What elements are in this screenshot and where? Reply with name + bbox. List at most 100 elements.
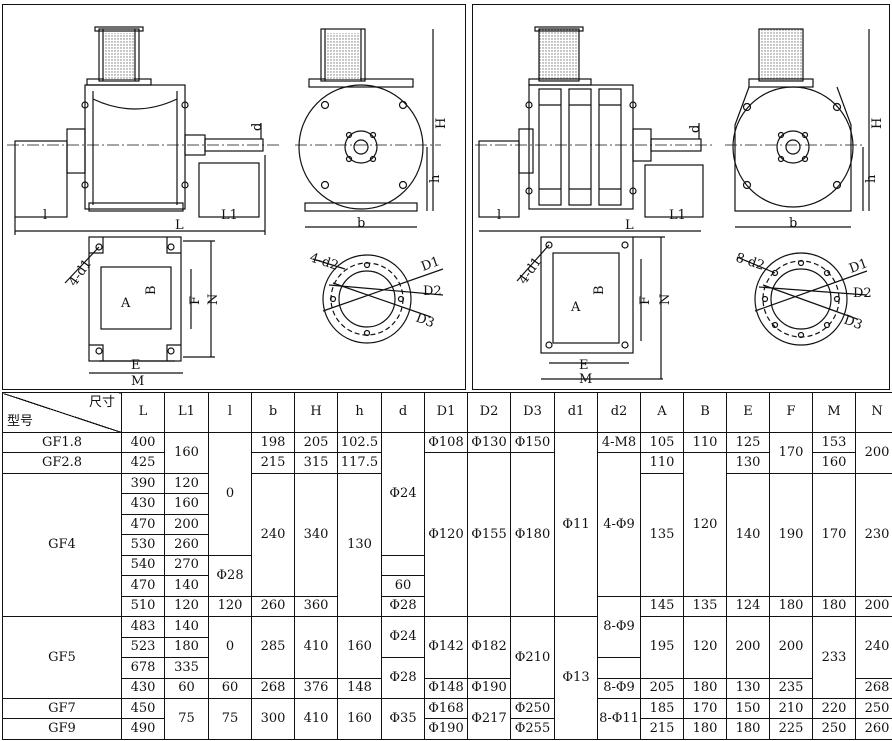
cell: 220	[812, 697, 856, 720]
cell: 130	[726, 677, 770, 700]
cell: Φ180	[510, 452, 555, 618]
model-cell: GF9	[2, 718, 122, 740]
label-A: A	[120, 296, 131, 311]
cell: Φ24	[381, 616, 425, 659]
cell: 285	[251, 616, 295, 679]
label-4-d2: 4-d2	[308, 251, 340, 274]
label-B-r: B	[592, 285, 607, 295]
header-cell: D2	[467, 392, 511, 433]
cell: 130	[726, 452, 770, 474]
cell: Φ11	[554, 431, 598, 618]
cell: 530	[121, 534, 165, 556]
cell: 170	[812, 472, 856, 597]
cell: 235	[769, 677, 813, 700]
cell: 0	[208, 431, 252, 556]
header-cell: l	[208, 392, 252, 433]
cell: 120	[164, 595, 209, 618]
label-E: E	[131, 358, 141, 373]
model-cell: GF4	[2, 472, 122, 618]
model-cell: GF1.8	[2, 431, 122, 454]
cell: 215	[640, 718, 684, 740]
label-H: H	[434, 118, 449, 129]
cell: 430	[121, 493, 165, 515]
table-row: 530 260	[3, 534, 892, 556]
cell: 148	[337, 677, 382, 700]
cell: 470	[121, 575, 165, 597]
label-F-r: F	[638, 296, 653, 305]
cell: 315	[294, 452, 338, 474]
cell: 200	[855, 595, 892, 618]
label-D1-r: D1	[847, 256, 870, 276]
cell: 268	[855, 677, 892, 700]
cell: Φ182	[467, 616, 511, 679]
table-header-row: 尺寸 型号 L L1 l b H h d D1 D2 D3 d1 d2 A B …	[2, 392, 892, 433]
header-cell: b	[251, 392, 295, 433]
cell: 120	[164, 472, 209, 495]
header-cell: F	[769, 392, 813, 433]
cell: 110	[683, 431, 727, 454]
cell: 200	[726, 616, 770, 679]
table-row: GF2.8 425 215 315 117.5 Φ120 Φ155 Φ180 4…	[2, 452, 892, 618]
corner-label-size: 尺寸	[88, 395, 115, 410]
cell: 400	[121, 431, 165, 454]
cell: 210	[769, 697, 813, 720]
cell: 523	[121, 636, 165, 659]
header-cell: L1	[164, 392, 209, 433]
cell: 198	[251, 431, 295, 454]
cell: Φ35	[381, 698, 425, 740]
cell: 270	[164, 554, 209, 577]
label-h-r: h	[864, 174, 879, 183]
cell: 160	[337, 698, 382, 740]
cell: 140	[164, 616, 209, 638]
cell: 195	[640, 616, 684, 679]
cell: 150	[726, 697, 770, 720]
cell: 205	[640, 677, 684, 700]
header-cell: D1	[424, 392, 468, 433]
cell: Φ190	[467, 677, 511, 700]
label-l-r: l	[497, 208, 501, 223]
cell: 185	[640, 697, 684, 720]
cell: 75	[164, 698, 209, 740]
header-cell: E	[726, 392, 770, 433]
cell: 410	[294, 616, 338, 679]
cell: 180	[164, 636, 209, 659]
cell: 102.5	[337, 431, 382, 454]
cell: 230	[855, 472, 892, 597]
cell: 205	[294, 431, 338, 454]
label-D3: D3	[414, 311, 437, 331]
label-M-r: M	[579, 372, 592, 387]
header-cell: N	[855, 392, 892, 433]
header-cell: A	[640, 392, 684, 433]
header-cell: h	[337, 392, 382, 433]
model-cell: GF5	[2, 616, 122, 699]
label-b: b	[357, 216, 365, 231]
cell: Φ250	[510, 697, 555, 720]
label-h: h	[428, 174, 443, 183]
cell: 250	[855, 697, 892, 720]
cell: 120	[208, 595, 252, 618]
cell: 260	[855, 718, 892, 740]
cell: 470	[121, 513, 165, 536]
cell: 233	[812, 616, 856, 699]
cell: 75	[208, 698, 252, 740]
cell: 425	[121, 452, 165, 474]
cell: 180	[683, 677, 727, 700]
cell: 160	[164, 493, 209, 515]
cell: 160	[164, 431, 209, 474]
label-L-r: L	[625, 218, 634, 233]
table-corner-cell: 尺寸 型号	[2, 392, 122, 433]
cell: 300	[251, 698, 295, 740]
spec-table: 尺寸 型号 L L1 l b H h d D1 D2 D3 d1 d2 A B …	[2, 392, 892, 740]
cell: 335	[164, 657, 209, 679]
cell: 110	[640, 452, 684, 474]
cell: Φ120	[424, 452, 468, 618]
cell: Φ24	[381, 431, 425, 556]
cell: Φ210	[510, 616, 555, 699]
header-cell: d	[381, 392, 425, 433]
cell: 540	[121, 554, 165, 577]
label-N-r: N	[658, 294, 673, 305]
cell: 125	[726, 431, 770, 454]
cell: 60	[208, 677, 252, 700]
header-cell: B	[683, 392, 727, 433]
cell: 8-Φ11	[597, 698, 641, 740]
